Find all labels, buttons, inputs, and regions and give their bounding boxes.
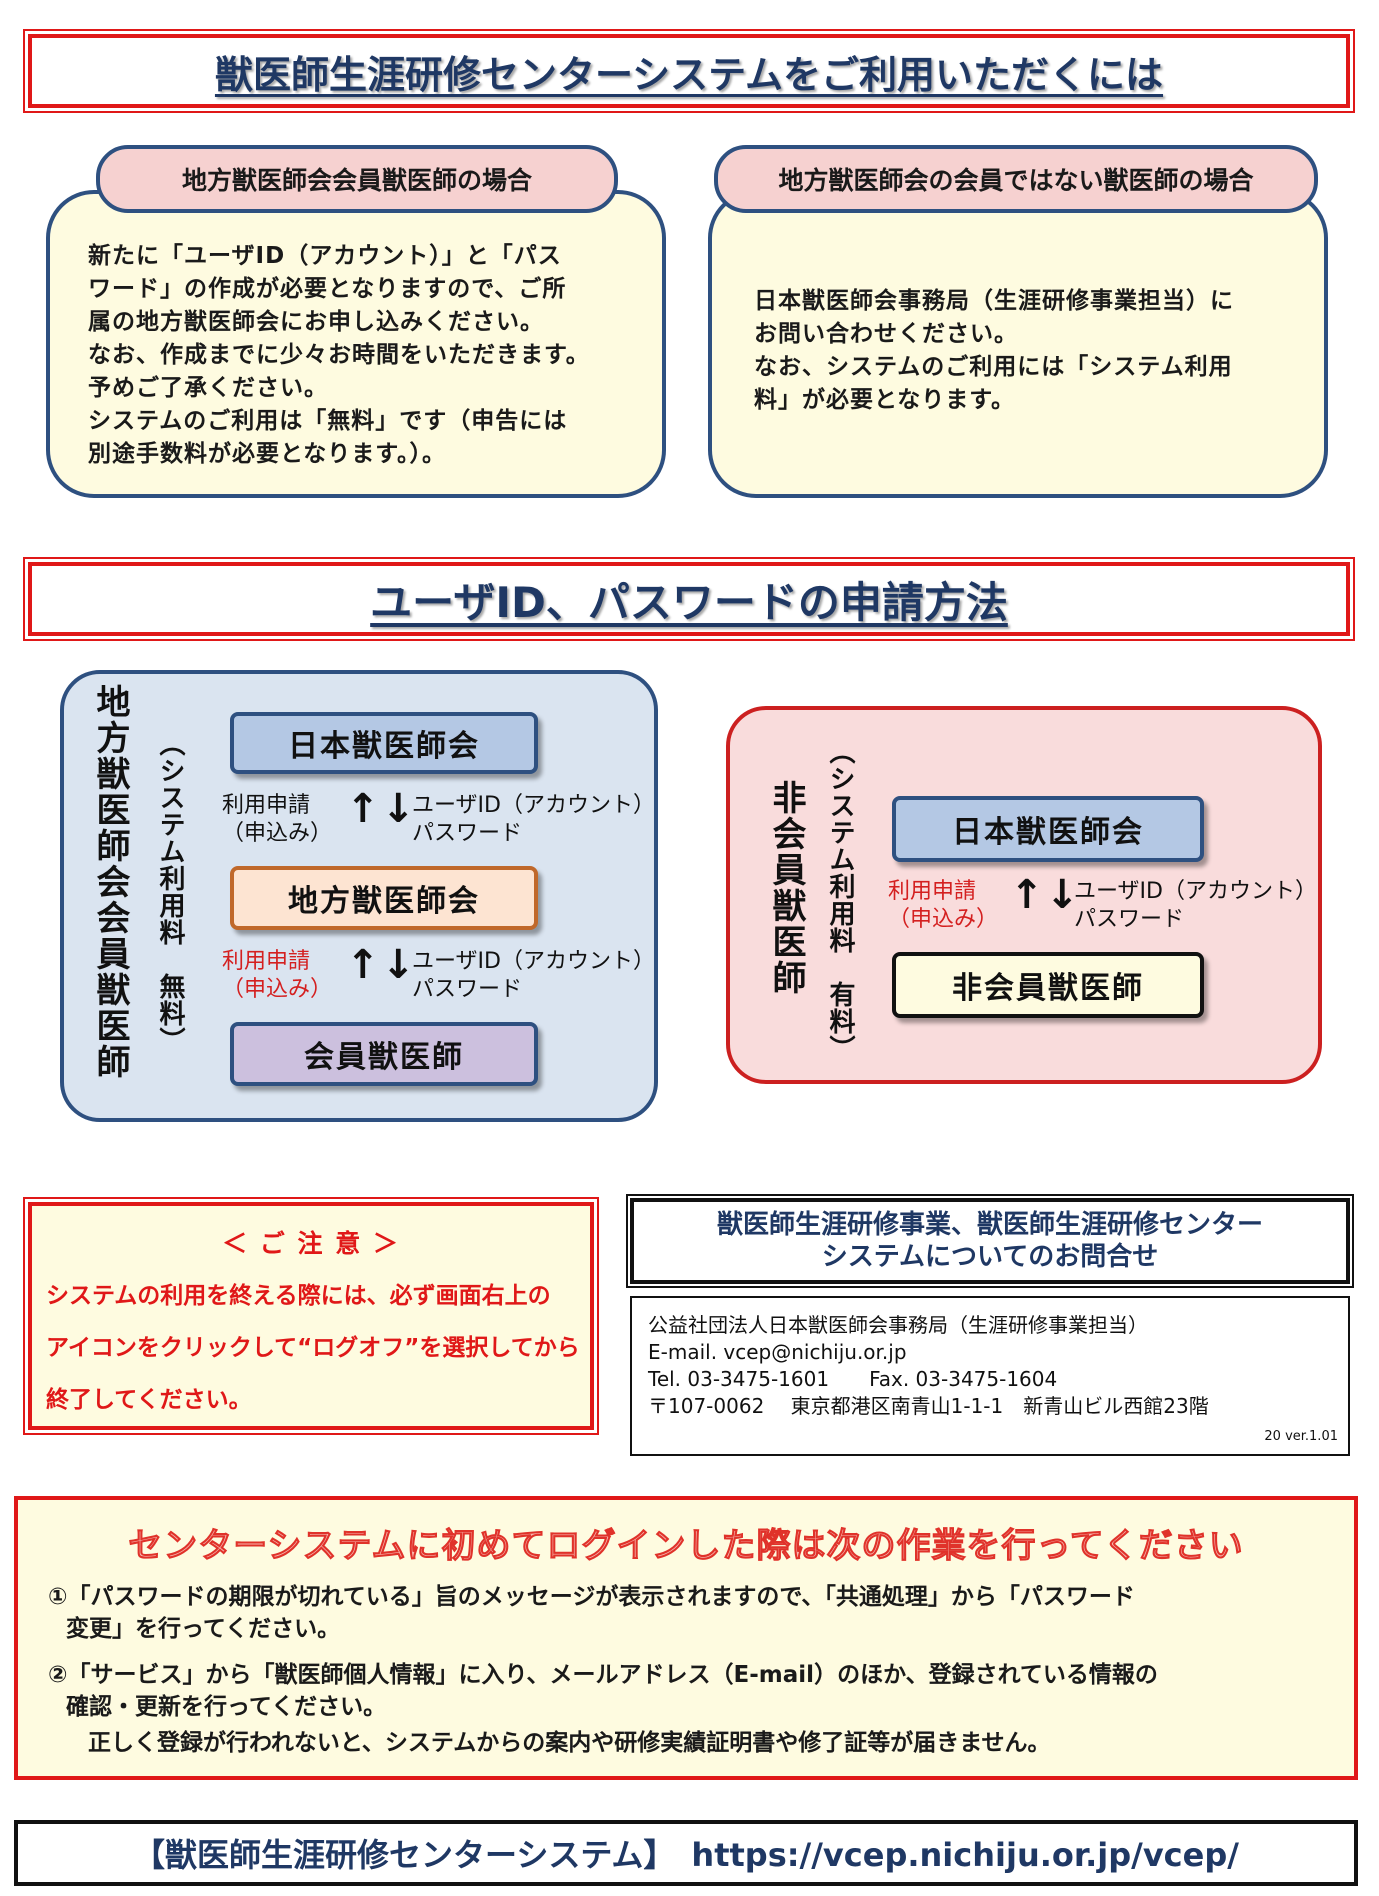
member-request-1: 利用申請 （申込み）	[222, 792, 342, 848]
contact-title-box: 獣医師生涯研修事業、獣医師生涯研修センター システムについてのお問合せ	[630, 1198, 1350, 1284]
member-case-line: 属の地方獣医師会にお申し込みください。	[88, 309, 544, 335]
nonmember-flow-panel	[726, 706, 1322, 1084]
notice-line: システムの利用を終える際には、必ず画面右上の	[46, 1283, 551, 1309]
member-case-line: システムのご利用は「無料」です（申告には	[88, 408, 568, 434]
page-title: 獣医師生涯研修センターシステムをご利用いただくには	[214, 52, 1164, 97]
member-case-line: 別途手数料が必要となります。）。	[88, 441, 447, 467]
nonmember-case-tab: 地方獣医師会の会員ではない獣医師の場合	[714, 145, 1318, 213]
up-down-arrow-icon: ↑↓	[346, 942, 418, 988]
header-title-banner: 獣医師生涯研修センターシステムをご利用いただくには	[23, 29, 1355, 113]
member-case-tab: 地方獣医師会会員獣医師の場合	[96, 145, 618, 213]
member-case-line: ワード」の作成が必要となりますので、ご所	[88, 276, 567, 302]
nonmember-info-box	[708, 190, 1328, 498]
contact-email: E-mail. vcep@nichiju.or.jp	[648, 1340, 907, 1364]
step-2-line: 確認・更新を行ってください。	[66, 1694, 387, 1720]
step-1-line: 変更」を行ってください。	[66, 1616, 341, 1642]
first-login-title: センターシステムに初めてログインした際は次の作業を行ってください	[128, 1526, 1244, 1567]
nonmember-case-line: お問い合わせください。	[754, 321, 1018, 347]
contact-address: 〒107-0062 東京都港区南青山1-1-1 新青山ビル西館23階	[648, 1394, 1209, 1418]
request-label: 利用申請	[222, 949, 311, 974]
nonmember-response: ユーザID（アカウント） パスワード	[1074, 878, 1317, 934]
section-title: ユーザID、パスワードの申請方法	[370, 577, 1008, 627]
notice-line: 終了してください。	[46, 1387, 252, 1413]
step-2-warning: 正しく登録が行われないと、システムからの案内や研修実績証明書や修了証等が届きませ…	[88, 1730, 1051, 1756]
request-sublabel: （申込み）	[222, 977, 333, 1002]
request-label: 利用申請	[888, 879, 977, 904]
node-member-vet-label: 会員獣医師	[304, 1040, 464, 1075]
member-case-text: 新たに「ユーザID（アカウント）」と「パス ワード」の作成が必要となりますので、…	[88, 240, 658, 471]
contact-title-line: 獣医師生涯研修事業、獣医師生涯研修センター	[716, 1210, 1263, 1240]
contact-title-line: システムについてのお問合せ	[821, 1242, 1159, 1272]
nonmember-case-tab-label: 地方獣医師会の会員ではない獣医師の場合	[778, 166, 1254, 195]
document-version: 20 ver.1.01	[1264, 1429, 1338, 1444]
response-sublabel: パスワード	[412, 821, 523, 846]
node-nonmember-vet: 非会員獣医師	[892, 952, 1204, 1018]
member-response-1: ユーザID（アカウント） パスワード	[412, 792, 655, 848]
nonmember-case-line: 日本獣医師会事務局（生涯研修事業担当）に	[754, 288, 1234, 314]
up-down-arrow-icon: ↑↓	[1010, 872, 1082, 918]
section-title-banner: ユーザID、パスワードの申請方法	[23, 557, 1355, 641]
nonmember-flow-side-title: 非会員獣医師	[766, 780, 806, 996]
step-1-line: ①「パスワードの期限が切れている」旨のメッセージが表示されますので、「共通処理」…	[48, 1584, 1135, 1610]
response-sublabel: パスワード	[1074, 907, 1185, 932]
member-case-line: なお、作成までに少々お時間をいただきます。	[88, 342, 590, 368]
member-response-2: ユーザID（アカウント） パスワード	[412, 948, 655, 1004]
node-member-vet: 会員獣医師	[230, 1022, 538, 1086]
response-label: ユーザID（アカウント）	[412, 793, 655, 818]
step-2-line: ②「サービス」から「獣医師個人情報」に入り、メールアドレス（E-mail）のほか…	[48, 1662, 1158, 1688]
nonmember-flow-side-note: （システム利用料 有料）	[825, 738, 855, 1062]
node-jvma-nonmember: 日本獣医師会	[892, 796, 1204, 862]
first-login-box: センターシステムに初めてログインした際は次の作業を行ってください ①「パスワード…	[14, 1496, 1358, 1780]
node-local-vma: 地方獣医師会	[230, 866, 538, 930]
node-jvma-nonmember-label: 日本獣医師会	[952, 815, 1144, 850]
footer-url-text[interactable]: 【獣医師生涯研修センターシステム】 https://vcep.nichiju.o…	[133, 1836, 1239, 1874]
node-jvma-label: 日本獣医師会	[288, 729, 480, 764]
node-nonmember-vet-label: 非会員獣医師	[952, 971, 1144, 1006]
member-case-line: 新たに「ユーザID（アカウント）」と「パス	[88, 243, 562, 269]
response-label: ユーザID（アカウント）	[1074, 879, 1317, 904]
request-sublabel: （申込み）	[222, 821, 333, 846]
response-sublabel: パスワード	[412, 977, 523, 1002]
request-label: 利用申請	[222, 793, 311, 818]
contact-phone: Tel. 03-3475-1601 Fax. 03-3475-1604	[648, 1367, 1058, 1391]
member-case-line: 予めご了承ください。	[88, 375, 328, 401]
notice-title: ＜ ご 注 意 ＞	[222, 1229, 400, 1258]
node-jvma: 日本獣医師会	[230, 712, 538, 774]
node-local-vma-label: 地方獣医師会	[288, 884, 480, 919]
up-down-arrow-icon: ↑↓	[346, 786, 418, 832]
nonmember-case-line: なお、システムのご利用には「システム利用	[754, 354, 1233, 380]
nonmember-case-line: 料」が必要となります。	[754, 387, 1016, 413]
member-case-tab-label: 地方獣医師会会員獣医師の場合	[181, 166, 532, 195]
notice-box: ＜ ご 注 意 ＞ システムの利用を終える際には、必ず画面右上の アイコンをクリ…	[23, 1197, 599, 1435]
contact-details: 公益社団法人日本獣医師会事務局（生涯研修事業担当） E-mail. vcep@n…	[630, 1296, 1350, 1456]
contact-organization: 公益社団法人日本獣医師会事務局（生涯研修事業担当）	[648, 1313, 1148, 1337]
footer-system-url[interactable]: 【獣医師生涯研修センターシステム】 https://vcep.nichiju.o…	[14, 1820, 1358, 1886]
member-request-2: 利用申請 （申込み）	[222, 948, 342, 1004]
member-flow-side-note: （システム利用料 無料）	[155, 730, 185, 1054]
member-flow-side-title: 地方獣医師会会員獣医師	[90, 684, 130, 1080]
notice-line: アイコンをクリックして“ログオフ”を選択してから	[46, 1335, 580, 1361]
nonmember-request: 利用申請 （申込み）	[888, 878, 1008, 934]
nonmember-case-text: 日本獣医師会事務局（生涯研修事業担当）に お問い合わせください。 なお、システム…	[754, 285, 1314, 417]
request-sublabel: （申込み）	[888, 907, 999, 932]
response-label: ユーザID（アカウント）	[412, 949, 655, 974]
